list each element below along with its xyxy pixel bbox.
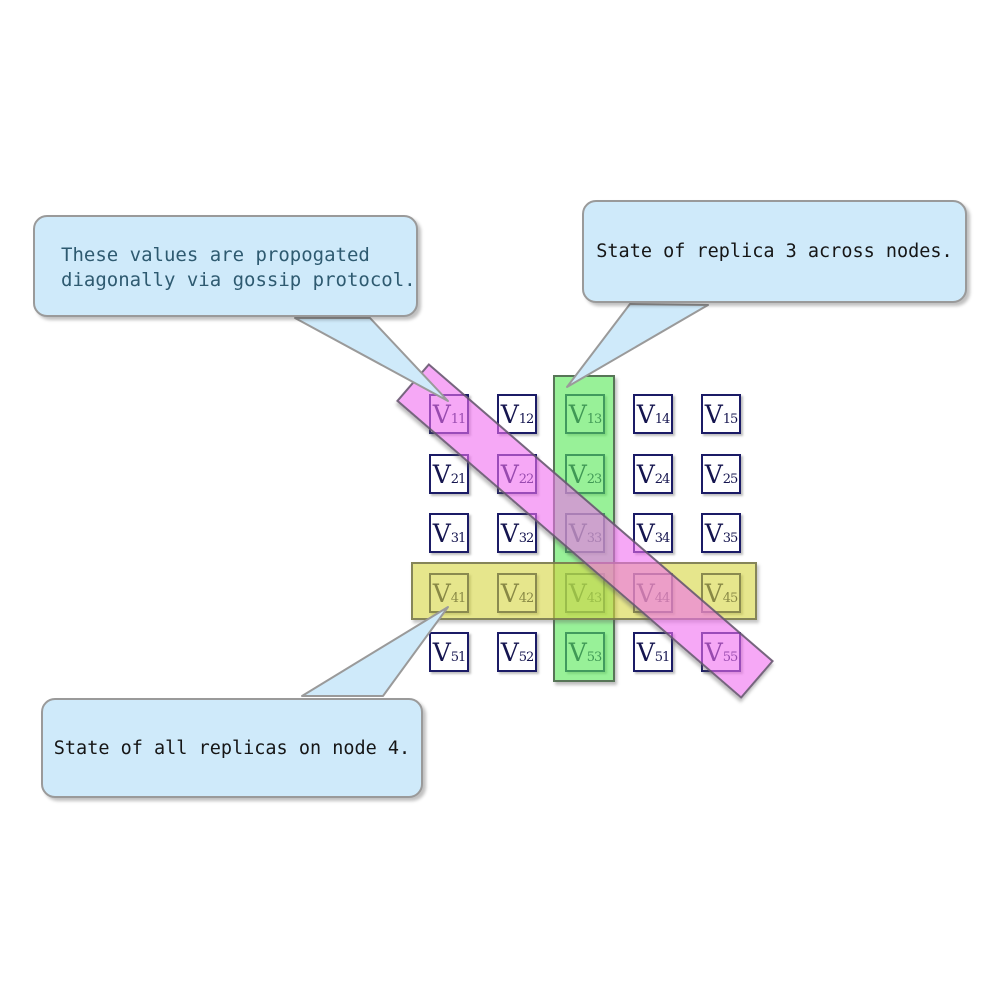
matrix-cell-subscript: 14 xyxy=(654,412,671,427)
matrix-cell-subscript: 52 xyxy=(518,650,535,665)
matrix-cell-symbol: V xyxy=(432,459,451,489)
callout-node4-text: State of all replicas on node 4. xyxy=(53,737,411,759)
matrix-cell-symbol: V xyxy=(432,518,451,548)
matrix-cell-subscript: 35 xyxy=(722,531,739,546)
matrix-cell-symbol: V xyxy=(500,399,519,429)
matrix-cell-subscript: 34 xyxy=(654,531,671,546)
callout-node4: State of all replicas on node 4. xyxy=(41,698,423,798)
matrix-cell-symbol: V xyxy=(704,399,723,429)
matrix-cell-symbol: V xyxy=(636,637,655,667)
matrix-cell-symbol: V xyxy=(704,459,723,489)
matrix-cell-subscript: 24 xyxy=(654,472,671,487)
callout-node4-tail xyxy=(301,606,449,697)
matrix-cell-subscript: 21 xyxy=(450,472,467,487)
matrix-cell-subscript: 51 xyxy=(654,650,671,665)
callout-replica3-text: State of replica 3 across nodes. xyxy=(596,241,953,262)
matrix-cell-subscript: 15 xyxy=(722,412,739,427)
callout-gossip-line1: These values are propogated xyxy=(61,244,370,266)
matrix-cell-subscript: 25 xyxy=(722,472,739,487)
matrix-cell-symbol: V xyxy=(704,518,723,548)
matrix-cell-subscript: 12 xyxy=(518,412,535,427)
matrix-cell-subscript: 32 xyxy=(518,531,535,546)
callout-gossip-line2: diagonally via gossip protocol. xyxy=(61,269,416,291)
matrix-cell-symbol: V xyxy=(432,637,451,667)
callout-replica3: State of replica 3 across nodes. xyxy=(582,200,967,303)
matrix-cell-symbol: V xyxy=(636,518,655,548)
matrix-cell-subscript: 31 xyxy=(450,531,467,546)
matrix-cell-symbol: V xyxy=(500,637,519,667)
matrix-cell-subscript: 51 xyxy=(450,650,467,665)
matrix-cell-symbol: V xyxy=(636,459,655,489)
callout-gossip: These values are propogated diagonally v… xyxy=(33,215,418,317)
matrix-cell-symbol: V xyxy=(500,518,519,548)
matrix-cell-symbol: V xyxy=(636,399,655,429)
